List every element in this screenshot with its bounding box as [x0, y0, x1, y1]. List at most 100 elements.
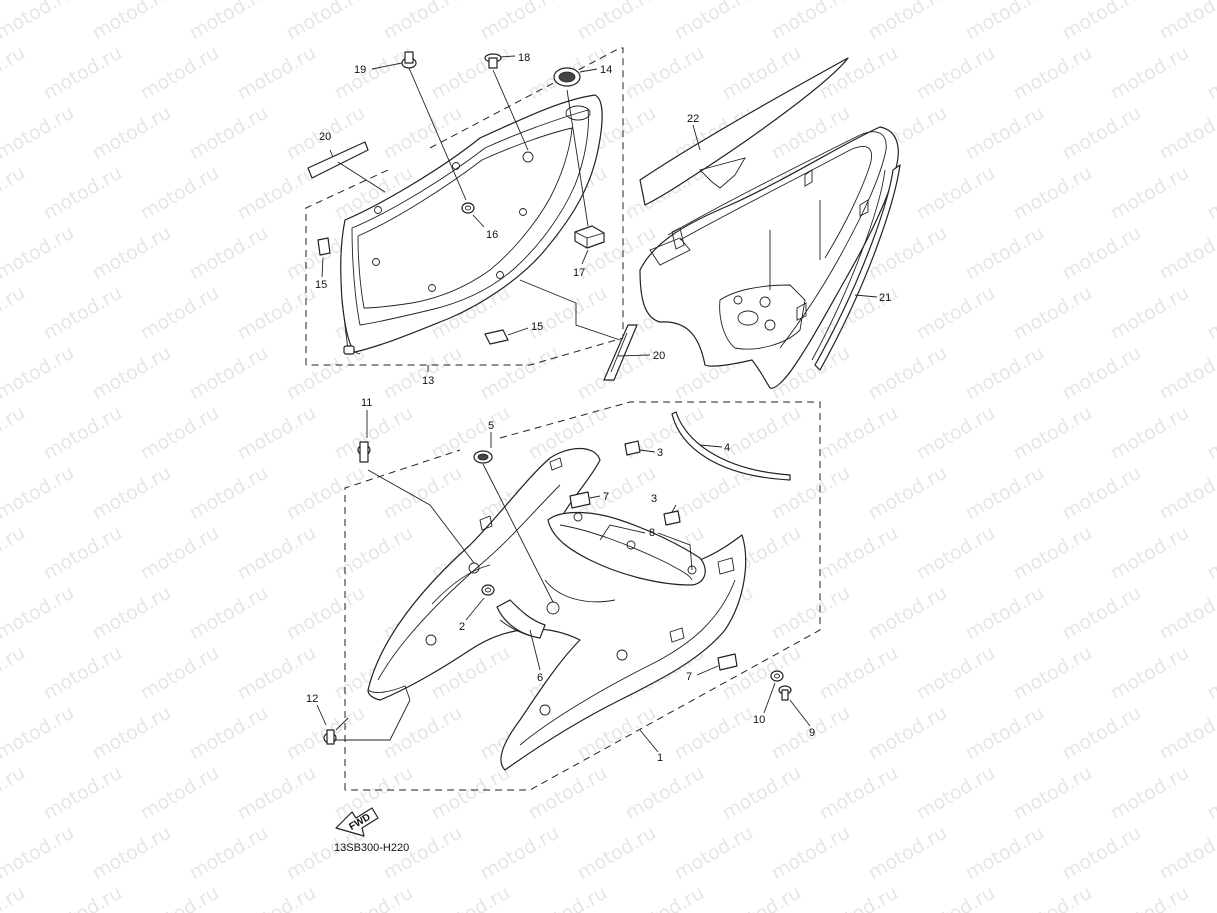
part-16-washer [461, 202, 475, 214]
watermark-text: motod.ru [1010, 42, 1096, 105]
watermark-text: motod.ru [380, 102, 466, 165]
watermark-text: motod.ru [0, 0, 78, 44]
watermark-text: motod.ru [865, 582, 951, 645]
watermark-text: motod.ru [913, 162, 999, 225]
callout-3-lower: 3 [651, 493, 657, 505]
watermark-text: motod.ru [1107, 402, 1193, 465]
watermark-text: motod.ru [89, 222, 175, 285]
part-7-cushion-upper [569, 491, 591, 509]
watermark-text: motod.ru [89, 582, 175, 645]
watermark-text: motod.ru [0, 42, 29, 105]
watermark-text: motod.ru [186, 822, 272, 885]
watermark-text: motod.ru [428, 402, 514, 465]
diagram-code: 13SB300-H220 [334, 842, 409, 854]
watermark-text: motod.ru [1107, 522, 1193, 585]
watermark-text: motod.ru [1059, 0, 1145, 44]
callout-20-upper: 20 [319, 131, 331, 143]
watermark-text: motod.ru [40, 162, 126, 225]
watermark-text: motod.ru [40, 522, 126, 585]
watermark-text: motod.ru [865, 462, 951, 525]
watermark-text: motod.ru [0, 102, 78, 165]
watermark-text: motod.ru [89, 102, 175, 165]
watermark-text: motod.ru [1156, 0, 1217, 44]
part-2-collar [481, 584, 495, 596]
watermark-text: motod.ru [1010, 522, 1096, 585]
watermark-text: motod.ru [428, 762, 514, 825]
watermark-text: motod.ru [137, 162, 223, 225]
watermark-text: motod.ru [0, 642, 29, 705]
watermark-text: motod.ru [0, 762, 29, 825]
watermark-text: motod.ru [477, 0, 563, 44]
watermark-text: motod.ru [283, 582, 369, 645]
callout-1: 1 [657, 752, 663, 764]
part-20-emblem-upper [307, 141, 369, 179]
watermark-text: motod.ru [865, 0, 951, 44]
watermark-text: motod.ru [1204, 762, 1217, 825]
part-3-nut-lower [663, 510, 681, 526]
watermark-text: motod.ru [1156, 222, 1217, 285]
watermark-text: motod.ru [1107, 882, 1193, 913]
watermark-text: motod.ru [0, 222, 78, 285]
part-12-rivet [323, 729, 337, 745]
watermark-text: motod.ru [1010, 162, 1096, 225]
watermark-text: motod.ru [380, 342, 466, 405]
watermark-text: motod.ru [234, 762, 320, 825]
watermark-text: motod.ru [0, 402, 29, 465]
watermark-text: motod.ru [0, 522, 29, 585]
watermark-text: motod.ru [1107, 642, 1193, 705]
watermark-text: motod.ru [0, 162, 29, 225]
watermark-text: motod.ru [962, 102, 1048, 165]
watermark-text: motod.ru [89, 702, 175, 765]
watermark-text: motod.ru [137, 402, 223, 465]
fwd-arrow-icon [335, 807, 379, 837]
watermark-text: motod.ru [1204, 642, 1217, 705]
watermark-text: motod.ru [962, 822, 1048, 885]
watermark-text: motod.ru [234, 42, 320, 105]
leaders-lower [316, 410, 811, 753]
watermark-text: motod.ru [913, 282, 999, 345]
watermark-text: motod.ru [283, 702, 369, 765]
callout-7-upper: 7 [603, 491, 609, 503]
watermark-text: motod.ru [1059, 102, 1145, 165]
watermark-text: motod.ru [1010, 762, 1096, 825]
callout-9: 9 [809, 727, 815, 739]
watermark-text: motod.ru [671, 822, 757, 885]
watermark-text: motod.ru [137, 642, 223, 705]
part-21-rear-cowl-frame [639, 126, 901, 389]
watermark-text: motod.ru [234, 522, 320, 585]
watermark-text: motod.ru [719, 402, 805, 465]
watermark-text: motod.ru [1204, 522, 1217, 585]
part-20-emblem-lower [603, 324, 638, 381]
callout-16: 16 [486, 229, 498, 241]
watermark-text: motod.ru [1010, 882, 1096, 913]
watermark-text: motod.ru [380, 462, 466, 525]
watermark-text: motod.ru [331, 42, 417, 105]
watermark-text: motod.ru [186, 582, 272, 645]
callout-22: 22 [687, 113, 699, 125]
watermark-text: motod.ru [137, 42, 223, 105]
watermark-text: motod.ru [40, 42, 126, 105]
callout-17: 17 [573, 267, 585, 279]
part-17-damper [574, 225, 605, 249]
watermark-text: motod.ru [1010, 402, 1096, 465]
watermark-text: motod.ru [865, 702, 951, 765]
watermark-text: motod.ru [913, 642, 999, 705]
watermark-text: motod.ru [525, 282, 611, 345]
watermark-text: motod.ru [89, 822, 175, 885]
part-3-nut-upper [624, 440, 641, 456]
watermark-text: motod.ru [768, 582, 854, 645]
callout-8: 8 [649, 527, 655, 539]
callout-20-lower: 20 [653, 350, 665, 362]
part-18-screw [484, 53, 502, 69]
watermark-text: motod.ru [0, 822, 78, 885]
callout-labels: 1 2 3 3 4 5 6 7 7 8 9 10 11 12 13 14 15 … [306, 52, 891, 764]
watermark-text: motod.ru [962, 582, 1048, 645]
watermark-text: motod.ru [622, 402, 708, 465]
watermark-text: motod.ru [477, 822, 563, 885]
watermark-text: motod.ru [865, 342, 951, 405]
part-6-duct [496, 599, 546, 639]
watermark-text: motod.ru [1204, 402, 1217, 465]
group-1-outline [344, 401, 821, 791]
